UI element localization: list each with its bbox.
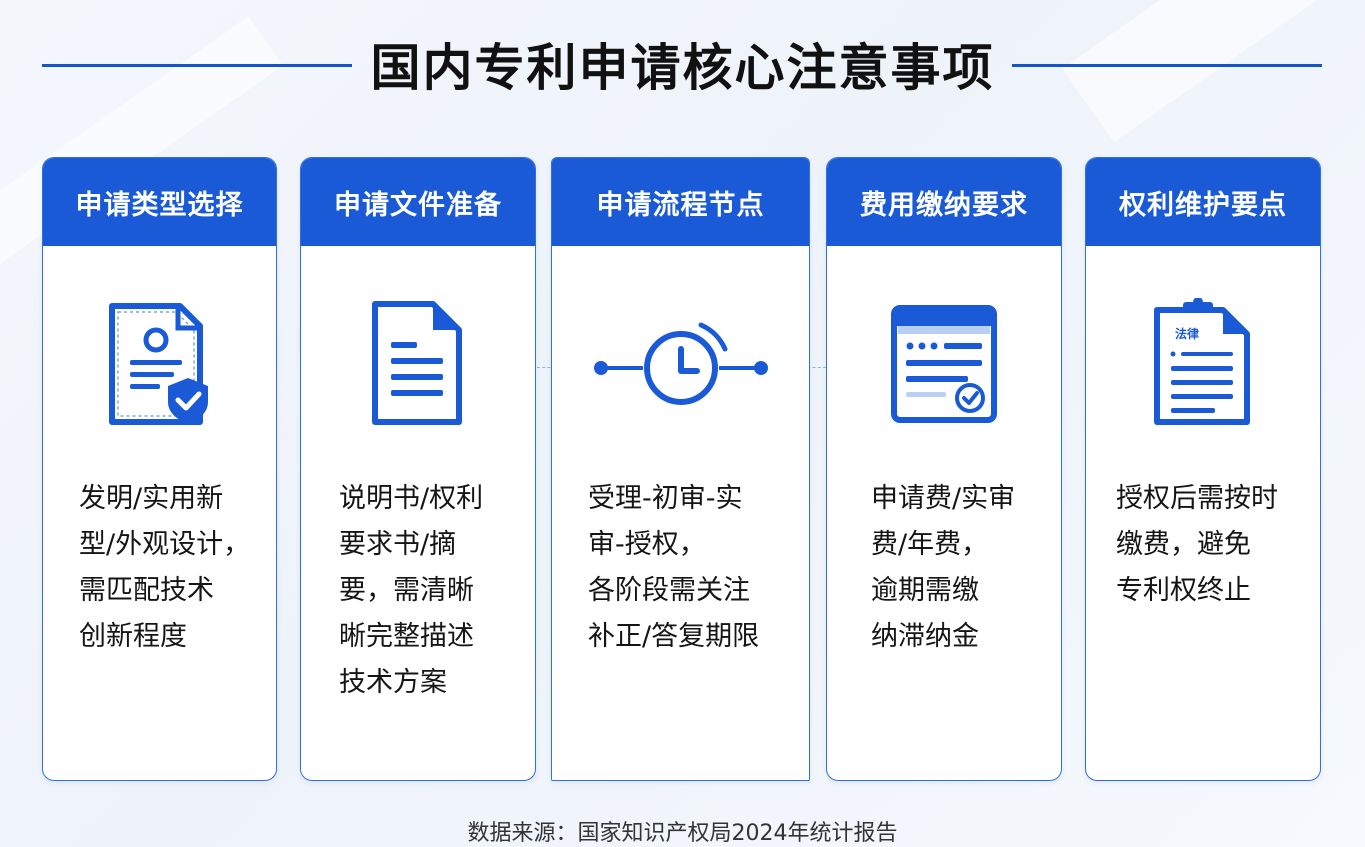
card-body-text: 发明/实用新 型/外观设计， 需匹配技术 创新程度 — [79, 483, 251, 652]
card-header: 申请文件准备 — [301, 158, 535, 246]
background-stripe — [1062, 0, 1365, 143]
invoice-check-icon — [884, 298, 1004, 432]
card-document-prep: 申请文件准备 说明书/权利 要求书/摘 要，需清晰 晰完整描述 技术方案 — [300, 157, 536, 781]
card-header: 权利维护要点 — [1086, 158, 1320, 246]
card-body-text: 说明书/权利 要求书/摘 要，需清晰 晰完整描述 技术方案 — [339, 483, 484, 698]
card-rights-maintenance: 权利维护要点 法律 授权后需按时 缴费，避免 专利权终止 — [1085, 157, 1321, 781]
document-icon — [363, 298, 473, 432]
certificate-shield-icon — [100, 298, 220, 432]
clock-timeline-icon — [581, 313, 781, 417]
card-process-nodes: 申请流程节点 受理-初审-实 审-授权， 各阶段需关注 补正/答复期限 — [551, 157, 810, 781]
page-title: 国内专利申请核心注意事项 — [370, 39, 995, 97]
card-header: 费用缴纳要求 — [827, 158, 1061, 246]
title-line-left — [42, 64, 352, 67]
card-header: 申请流程节点 — [552, 158, 809, 246]
card-body-text: 受理-初审-实 审-授权， 各阶段需关注 补正/答复期限 — [588, 483, 760, 652]
card-header: 申请类型选择 — [43, 158, 276, 246]
card-body-text: 申请费/实审 费/年费， 逾期需缴 纳滞纳金 — [871, 483, 1016, 652]
title-line-right — [1012, 64, 1322, 67]
data-source-note: 数据来源：国家知识产权局2024年统计报告 — [467, 821, 898, 846]
card-fee-payment: 费用缴纳要求 申请费/实审 费/年费， 逾期需缴 纳滞纳金 — [826, 157, 1062, 781]
card-application-type: 申请类型选择 发明/实用新 型/外观设计， 需匹配技术 创新程度 — [42, 157, 277, 781]
legal-document-icon: 法律 — [1143, 297, 1263, 432]
legal-label: 法律 — [1175, 326, 1199, 341]
card-body-text: 授权后需按时 缴费，避免 专利权终止 — [1116, 483, 1278, 606]
